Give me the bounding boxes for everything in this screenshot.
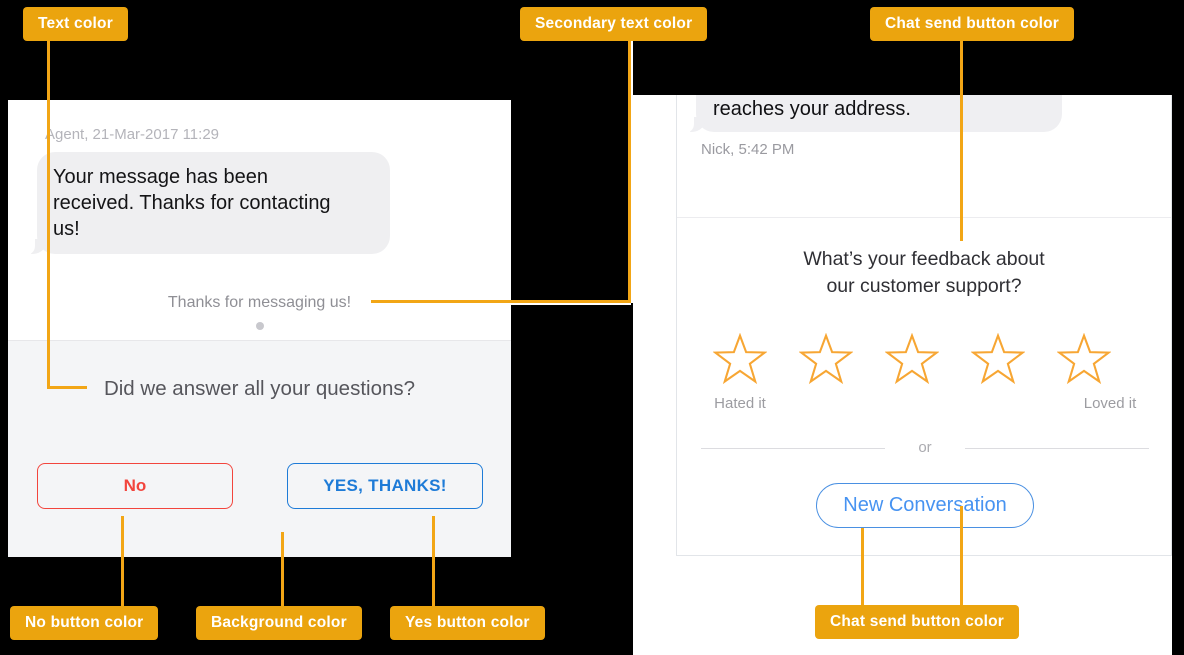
star-icon[interactable]	[1057, 333, 1111, 385]
agent-message-bubble: Your message has been received. Thanks f…	[26, 152, 390, 255]
star-icon[interactable]	[799, 333, 853, 385]
divider-line	[964, 447, 1149, 449]
annotation-badge-text-color: Text color	[23, 7, 128, 41]
section-divider	[677, 217, 1171, 218]
or-divider: or	[701, 440, 1149, 456]
star-icon[interactable]	[885, 333, 939, 385]
connector-line-chat-send-bottom	[861, 528, 864, 606]
annotation-badge-chat-send-button-color-bottom: Chat send button color	[815, 605, 1020, 639]
annotation-badge-secondary-text-color: Secondary text color	[520, 7, 708, 41]
annotation-badge-background-color: Background color	[196, 606, 362, 640]
survey-section: Did we answer all your questions? No YES…	[8, 340, 511, 557]
agent-message-meta: Agent, 21-Mar-2017 11:29	[45, 126, 220, 143]
connector-line-secondary-text	[371, 300, 631, 303]
annotation-badge-yes-button-color: Yes button color	[390, 606, 545, 640]
connector-line-chat-send-bottom	[960, 506, 963, 606]
or-divider-label: or	[918, 439, 932, 456]
right-panel-background	[633, 95, 1172, 655]
connector-line-secondary-text	[628, 41, 631, 303]
connector-line-background	[281, 532, 284, 607]
no-button[interactable]: No	[37, 463, 233, 509]
typing-indicator-dot	[255, 322, 264, 330]
feedback-question-line: What’s your feedback about	[803, 248, 1045, 270]
agent-message-meta: Nick, 5:42 PM	[701, 141, 795, 158]
chat-panel-right: reaches your address. Nick, 5:42 PM What…	[676, 95, 1172, 556]
connector-line-text-color	[47, 41, 50, 389]
agent-message-text: reaches your address.	[713, 98, 911, 120]
agent-message-line: Your message has been	[53, 166, 268, 188]
connector-line-chat-send-top	[960, 41, 963, 241]
rating-low-label: Hated it	[714, 395, 766, 412]
agent-message-line: us!	[53, 218, 80, 240]
star-icon[interactable]	[713, 333, 767, 385]
rating-high-label: Loved it	[1083, 395, 1137, 412]
annotation-badge-no-button-color: No button color	[10, 606, 159, 640]
star-icon[interactable]	[971, 333, 1025, 385]
star-rating	[713, 333, 1111, 385]
chat-panel-left: Agent, 21-Mar-2017 11:29 Your message ha…	[8, 100, 511, 557]
new-conversation-button[interactable]: New Conversation	[816, 483, 1034, 528]
agent-message-line: received. Thanks for contacting	[53, 192, 331, 214]
connector-line-yes-button	[432, 516, 435, 607]
system-secondary-text: Thanks for messaging us!	[167, 294, 352, 311]
survey-question: Did we answer all your questions?	[103, 377, 416, 400]
connector-line-text-color	[47, 386, 87, 389]
annotation-badge-chat-send-button-color-top: Chat send button color	[870, 7, 1075, 41]
agent-message-bubble-partial: reaches your address.	[685, 95, 1062, 133]
connector-line-no-button	[121, 516, 124, 607]
feedback-question: What’s your feedback about our customer …	[677, 246, 1171, 300]
feedback-question-line: our customer support?	[826, 275, 1022, 297]
yes-thanks-button[interactable]: YES, THANKS!	[287, 463, 483, 509]
divider-line	[701, 447, 886, 449]
